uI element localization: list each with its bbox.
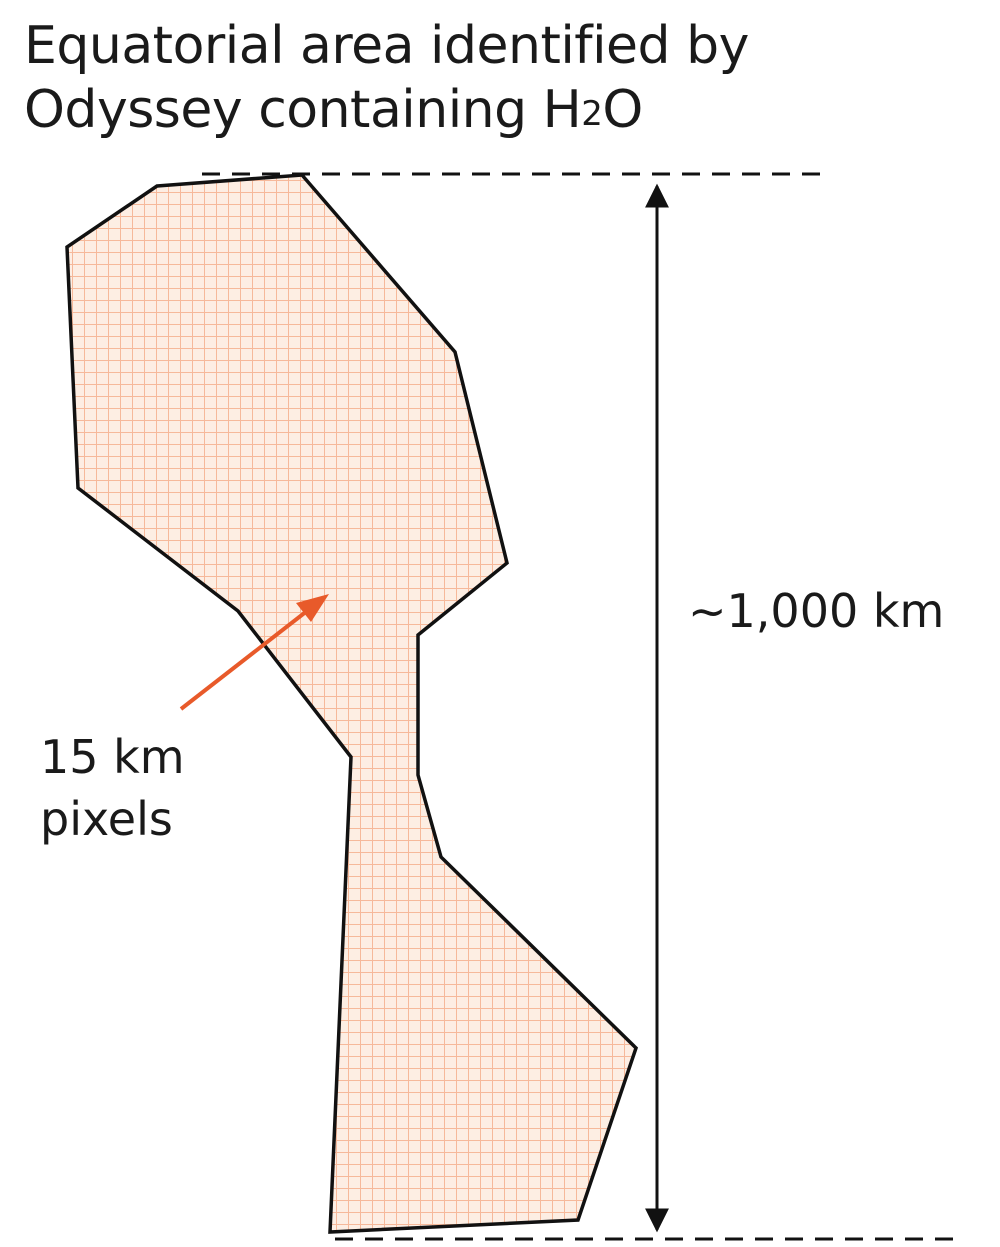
diagram-title: Equatorial area identified by Odyssey co… [24,14,984,148]
title-subscript: 2 [581,94,603,134]
h2o-region-shape [65,173,639,1234]
title-line-1: Equatorial area identified by [24,16,749,76]
pixel-size-label: 15 km pixels [40,726,185,850]
dimension-label: ~1,000 km [688,584,945,638]
pixel-pointer-arrowhead [296,594,329,622]
pixel-pointer-arrow [179,602,318,711]
pixel-size-label-line-1: 15 km [40,730,185,784]
title-line-2: Odyssey containing H2O [24,78,984,148]
title-line-2-suffix: O [602,80,643,140]
title-line-2-prefix: Odyssey containing H [24,80,582,140]
pixel-size-label-line-2: pixels [40,792,173,846]
